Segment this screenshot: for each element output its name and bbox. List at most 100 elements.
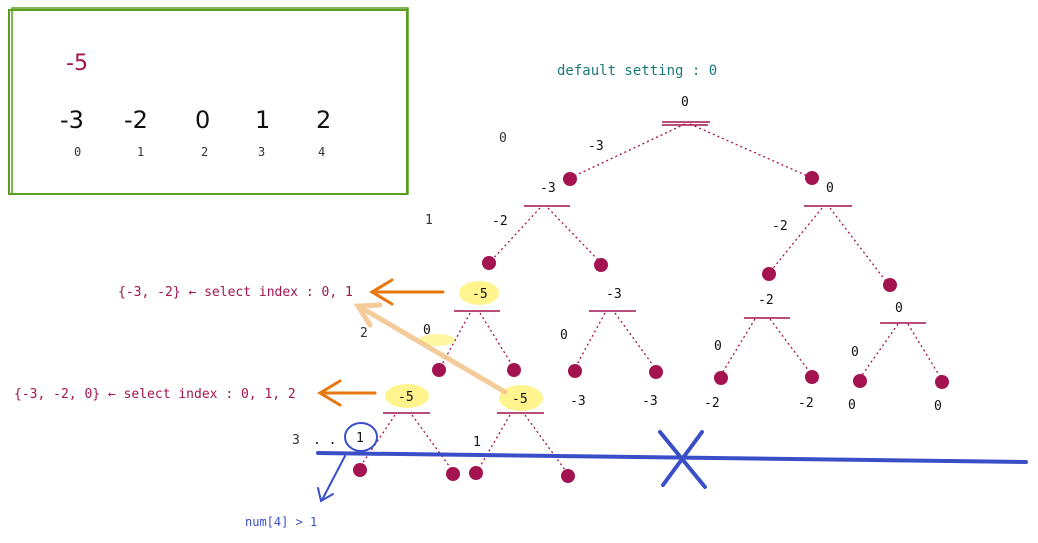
down-arrow-head [317,487,334,503]
edge [720,318,756,376]
circle-mark [344,422,378,452]
highlights [385,281,543,411]
highlight-c [499,385,543,411]
leaf-sum-e2: 0 [934,399,942,414]
orange-arrow-1-head [369,278,394,306]
array-index-3: 3 [258,145,265,159]
input-box-frame [8,9,408,195]
cross-mark-2 [661,430,704,487]
node-dots [353,171,949,483]
leaf-sum-c2: -3 [642,394,658,409]
node-dot [935,375,949,389]
edge-label-ll: -2 [492,214,508,229]
highlight-b [385,384,429,408]
edge-label-rl: -2 [772,219,788,234]
edge-label-d: 0 [714,339,722,354]
highlight-a [459,281,499,305]
array-value-2: 0 [195,106,210,134]
edge [574,312,606,369]
edge-label-e: 0 [851,345,859,360]
edge [477,414,511,471]
node-dot [561,469,575,483]
leaf-sum-d2: -2 [798,396,814,411]
edge-label-rr: 0 [895,301,903,316]
node-dot [594,258,608,272]
target-value: -5 [66,51,88,76]
array-value-4: 2 [316,106,331,134]
node-dot [432,363,446,377]
tree-labels: 0 -3 -3 0 -2 -2 -5 -3 -2 0 0 0 0 0 -5 -5… [313,95,942,450]
depth-label-3: 3 [292,433,300,448]
leaf-sum-e1: 0 [848,398,856,413]
node-dot [469,466,483,480]
diagonal-arrow-head [353,302,383,328]
node-sum-r: 0 [826,181,834,196]
edge [769,207,823,273]
node-underlines [383,121,926,414]
node-dot [714,371,728,385]
node-dot [883,278,897,292]
input-box: -5 -3 -2 0 1 2 0 1 2 3 4 [8,7,409,195]
input-box-frame-inner [11,7,409,195]
node-dot [568,364,582,378]
tree-edges [359,123,943,475]
node-dot [507,363,521,377]
node-dot [649,365,663,379]
diagonal-arrow [353,302,508,395]
node-sum-b: -5 [512,392,528,407]
edge-label-a: 0 [423,323,431,338]
array-index-1: 1 [137,145,144,159]
edge-label-b: 1 [473,435,481,450]
cutoff-line [316,451,1028,464]
edge [359,414,396,468]
edge [489,207,541,263]
node-sum-l: -3 [540,181,556,196]
edge [439,312,471,369]
edge [524,414,569,475]
array-index-4: 4 [318,145,325,159]
array-index-2: 2 [201,145,208,159]
depth-label-2: 2 [360,326,368,341]
highlight-d [419,334,455,346]
node-dot [482,256,496,270]
orange-arrow-2-head [317,379,342,407]
down-arrow-shaft [321,455,346,501]
array-index-0: 0 [74,145,81,159]
edge [769,318,813,376]
array-value-3: 1 [255,106,270,134]
array-value-1: -2 [124,106,148,134]
annotation-second: {-3, -2, 0} ← select index : 0, 1, 2 [14,387,296,402]
node-sum-ll: -5 [472,287,488,302]
edge [569,123,686,179]
edge [907,323,943,381]
default-setting-label: default setting : 0 [557,63,717,79]
array-value-0: -3 [60,106,84,134]
node-dot [853,374,867,388]
node-dot [805,370,819,384]
orange-arrows [317,278,445,407]
edge-label-c: 0 [560,328,568,343]
edge [614,312,656,369]
edge [479,312,515,369]
leaf-sum-c1: -3 [570,394,586,409]
edge [689,123,813,179]
leaf-sum-d1: -2 [704,396,720,411]
node-sum-lr: -3 [606,287,622,302]
node-dot [563,172,577,186]
node-dot [353,463,367,477]
depth-label-1: 1 [425,213,433,228]
node-dot [805,171,819,185]
level4-dots: . . [313,433,336,448]
depth-label-0: 0 [499,131,507,146]
circled-value: 1 [356,431,364,446]
down-arrow [317,455,346,503]
node-dot [762,267,776,281]
edge [547,207,601,263]
root-value: 0 [681,95,689,110]
edge [829,207,889,285]
annotation-first: {-3, -2} ← select index : 0, 1 [118,285,353,300]
edge-label-root-left: -3 [588,139,604,154]
node-sum-a: -5 [398,390,414,405]
diagonal-arrow-shaft [357,304,508,395]
